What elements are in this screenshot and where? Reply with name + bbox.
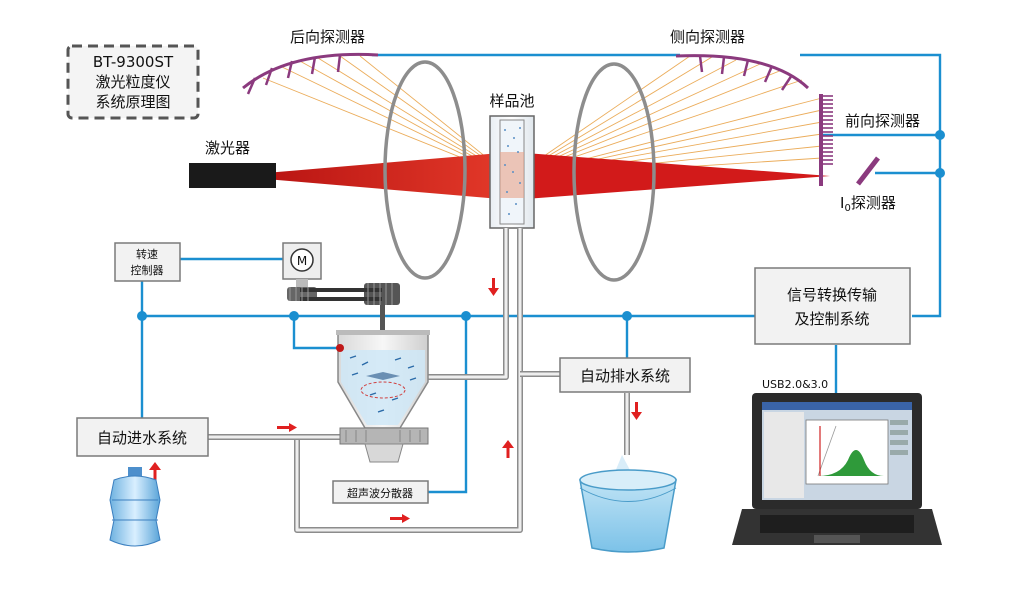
lens-rings <box>383 60 656 282</box>
auto-water-in-box: 自动进水系统 <box>76 417 209 457</box>
speed-controller-line2: 控制器 <box>131 263 164 277</box>
svg-text:M: M <box>297 254 307 268</box>
auto-water-in-label: 自动进水系统 <box>97 429 187 447</box>
sample-cell: 样品池 <box>489 92 535 229</box>
left-lens-ring <box>383 60 467 280</box>
title-line1: BT-9300ST <box>93 53 174 71</box>
arrow-up-icon <box>502 440 514 458</box>
motor-assembly: M <box>282 242 400 440</box>
signal-box-line2: 及控制系统 <box>794 310 869 328</box>
flow-arrows <box>149 278 642 523</box>
back-detector-label: 后向探测器 <box>290 28 365 46</box>
pipes <box>208 228 630 533</box>
auto-drain-label: 自动排水系统 <box>580 367 670 385</box>
forward-detector-label: 前向探测器 <box>845 112 920 130</box>
title-line2: 激光粒度仪 <box>95 73 170 91</box>
i0-detector: I0探测器 <box>840 156 896 214</box>
signal-wires <box>137 53 945 494</box>
title-box: BT-9300ST 激光粒度仪 系统原理图 <box>66 44 200 120</box>
bucket-icon <box>579 455 677 553</box>
back-detector: 后向探测器 <box>242 28 379 95</box>
i0-detector-label: I0探测器 <box>840 194 896 214</box>
arrow-down-icon <box>631 402 642 420</box>
usb-label: USB2.0&3.0 <box>762 378 828 391</box>
arrow-up-icon <box>149 462 161 480</box>
laser-beam <box>230 152 830 200</box>
motor-icon <box>290 248 314 272</box>
signal-control-box: 信号转换传输 及控制系统 <box>754 267 911 345</box>
arrow-down-icon <box>488 278 499 296</box>
right-lens-ring <box>572 62 656 282</box>
side-detector: 侧向探测器 <box>670 28 810 91</box>
speed-controller-line1: 转速 <box>136 247 158 261</box>
sample-cell-label: 样品池 <box>489 92 534 110</box>
forward-detector: 前向探测器 <box>819 94 920 186</box>
side-detector-label: 侧向探测器 <box>670 28 745 46</box>
laser-label: 激光器 <box>205 139 250 157</box>
water-bottle-icon <box>109 467 161 547</box>
dispersion-tank <box>336 330 430 463</box>
laptop-icon <box>732 393 942 545</box>
arrow-right-icon <box>390 514 410 523</box>
ultrasonic-label: 超声波分散器 <box>347 486 413 500</box>
title-line3: 系统原理图 <box>95 93 170 111</box>
ultrasonic-disperser-box: 超声波分散器 <box>332 480 429 504</box>
laser-source: 激光器 <box>189 139 276 188</box>
arrow-right-icon <box>277 423 297 432</box>
speed-controller-box: 转速 控制器 <box>114 242 181 282</box>
auto-drain-box: 自动排水系统 <box>559 357 691 393</box>
signal-box-line1: 信号转换传输 <box>787 286 877 304</box>
